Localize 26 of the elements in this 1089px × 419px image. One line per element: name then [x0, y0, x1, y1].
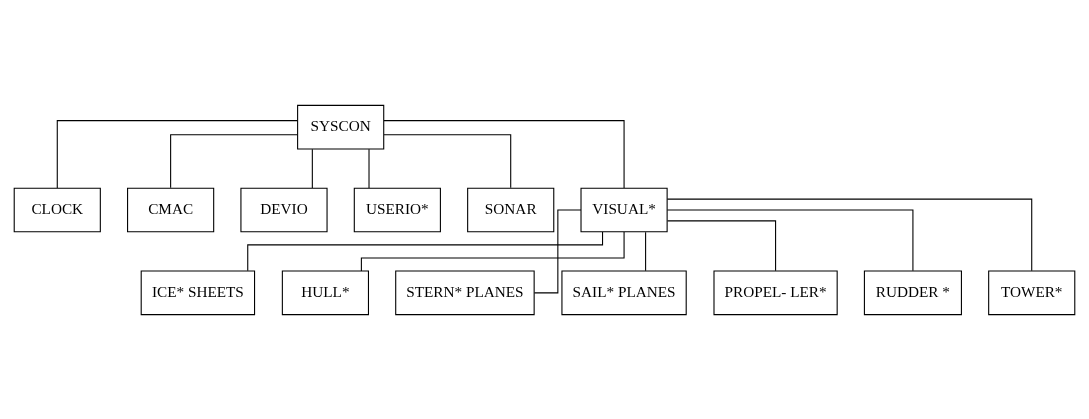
node-box: CLOCK [13, 187, 101, 232]
connector [56, 119, 298, 188]
connector [368, 148, 370, 189]
connector [666, 198, 1033, 271]
connector [247, 230, 604, 271]
connector [170, 133, 298, 188]
connector [645, 231, 647, 271]
node-box: VISUAL* [580, 187, 668, 232]
node-box: CMAC [127, 187, 215, 232]
node-box: HULL* [281, 270, 369, 315]
connector [666, 208, 914, 271]
node-box: PROPEL- LER* [713, 270, 838, 315]
node-box: USERIO* [353, 187, 441, 232]
node-box: SYSCON [297, 104, 385, 149]
node-box: STERN* PLANES [395, 270, 535, 315]
node-box: ICE* SHEETS [140, 270, 256, 315]
connector [383, 119, 625, 188]
connector [533, 208, 582, 293]
node-box: RUDDER * [863, 270, 962, 315]
node-box: SONAR [467, 187, 555, 232]
node-box: SAIL* PLANES [561, 270, 687, 315]
connector [383, 133, 512, 188]
connector [666, 219, 777, 271]
node-box: TOWER* [988, 270, 1076, 315]
connector [311, 148, 313, 189]
node-box: DEVIO [240, 187, 328, 232]
